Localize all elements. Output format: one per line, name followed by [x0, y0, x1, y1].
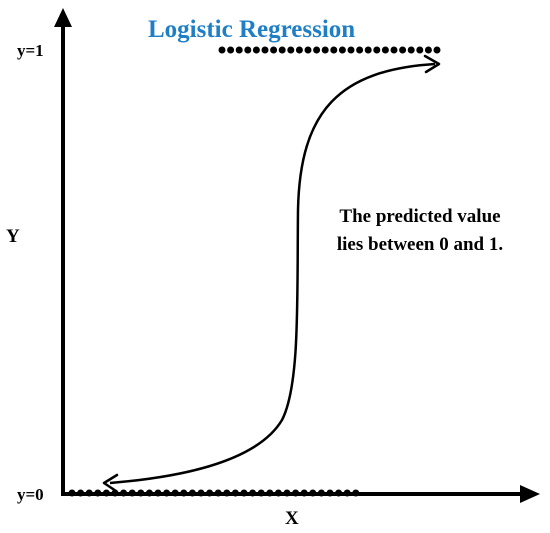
y-axis	[54, 8, 72, 494]
curve-end-arrow-icon	[423, 54, 441, 74]
x-axis-label: X	[285, 508, 299, 529]
y-upper-label: y=1	[17, 41, 44, 60]
s-curve-path	[109, 62, 436, 485]
annotation-line-2: lies between 0 and 1.	[337, 234, 503, 255]
diagram-title: Logistic Regression	[148, 16, 355, 43]
y-axis-label: Y	[6, 226, 20, 247]
x-axis-arrow-icon	[520, 485, 540, 503]
logistic-curve	[102, 54, 441, 493]
y-axis-arrow-icon	[54, 8, 72, 27]
annotation-line-1: The predicted value	[339, 206, 500, 227]
curve-start-arrow-icon	[102, 473, 119, 493]
y-lower-label: y=0	[17, 485, 44, 504]
